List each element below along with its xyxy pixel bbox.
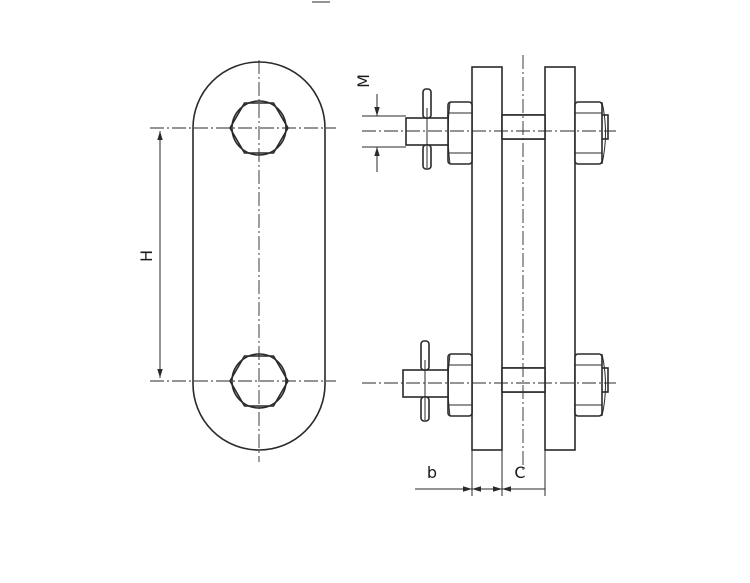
bottom-cotter-pin [402, 340, 449, 422]
bottom-shank-gap [501, 367, 546, 393]
right-plate [544, 66, 576, 451]
dimension-h: H [137, 131, 163, 378]
top-hex-nut [150, 100, 336, 156]
left-plate [471, 66, 503, 451]
bottom-right-bolt-head [574, 353, 606, 417]
dimension-m-label: M [354, 74, 373, 88]
dimension-b-label: b [427, 463, 437, 482]
side-view: M b C [354, 55, 616, 496]
dimension-h-label: H [137, 250, 156, 262]
top-shank-gap [501, 114, 546, 140]
top-right-bolt-head [574, 101, 606, 165]
bottom-hex-nut [150, 353, 336, 409]
dimension-m: M [354, 74, 406, 172]
dimension-c-label: C [514, 463, 525, 482]
top-left-nut [447, 101, 473, 165]
top-cotter-pin [405, 88, 449, 170]
front-view: H [137, 60, 336, 462]
dimension-b-c: b C [415, 450, 546, 496]
bottom-left-nut [447, 353, 473, 417]
plate-outline [192, 61, 326, 451]
